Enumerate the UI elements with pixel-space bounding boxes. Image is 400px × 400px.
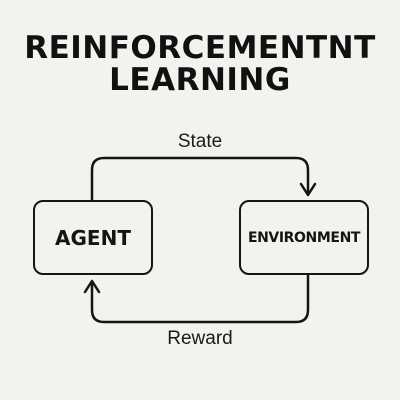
reward-arrow [90, 273, 310, 324]
environment-node: ENVIRONMENT [239, 200, 369, 275]
state-arrowhead [299, 182, 317, 197]
environment-label: ENVIRONMENT [247, 229, 361, 246]
reward-arrowhead [83, 279, 101, 294]
title-line-2: LEARNING [109, 62, 291, 98]
agent-label: AGENT [55, 225, 131, 250]
state-label: State [177, 131, 223, 152]
title-line-1: REINFORCEMENTNT [24, 30, 376, 66]
reward-label: Reward [167, 328, 233, 349]
state-arrow [90, 156, 310, 202]
agent-node: AGENT [33, 200, 153, 275]
